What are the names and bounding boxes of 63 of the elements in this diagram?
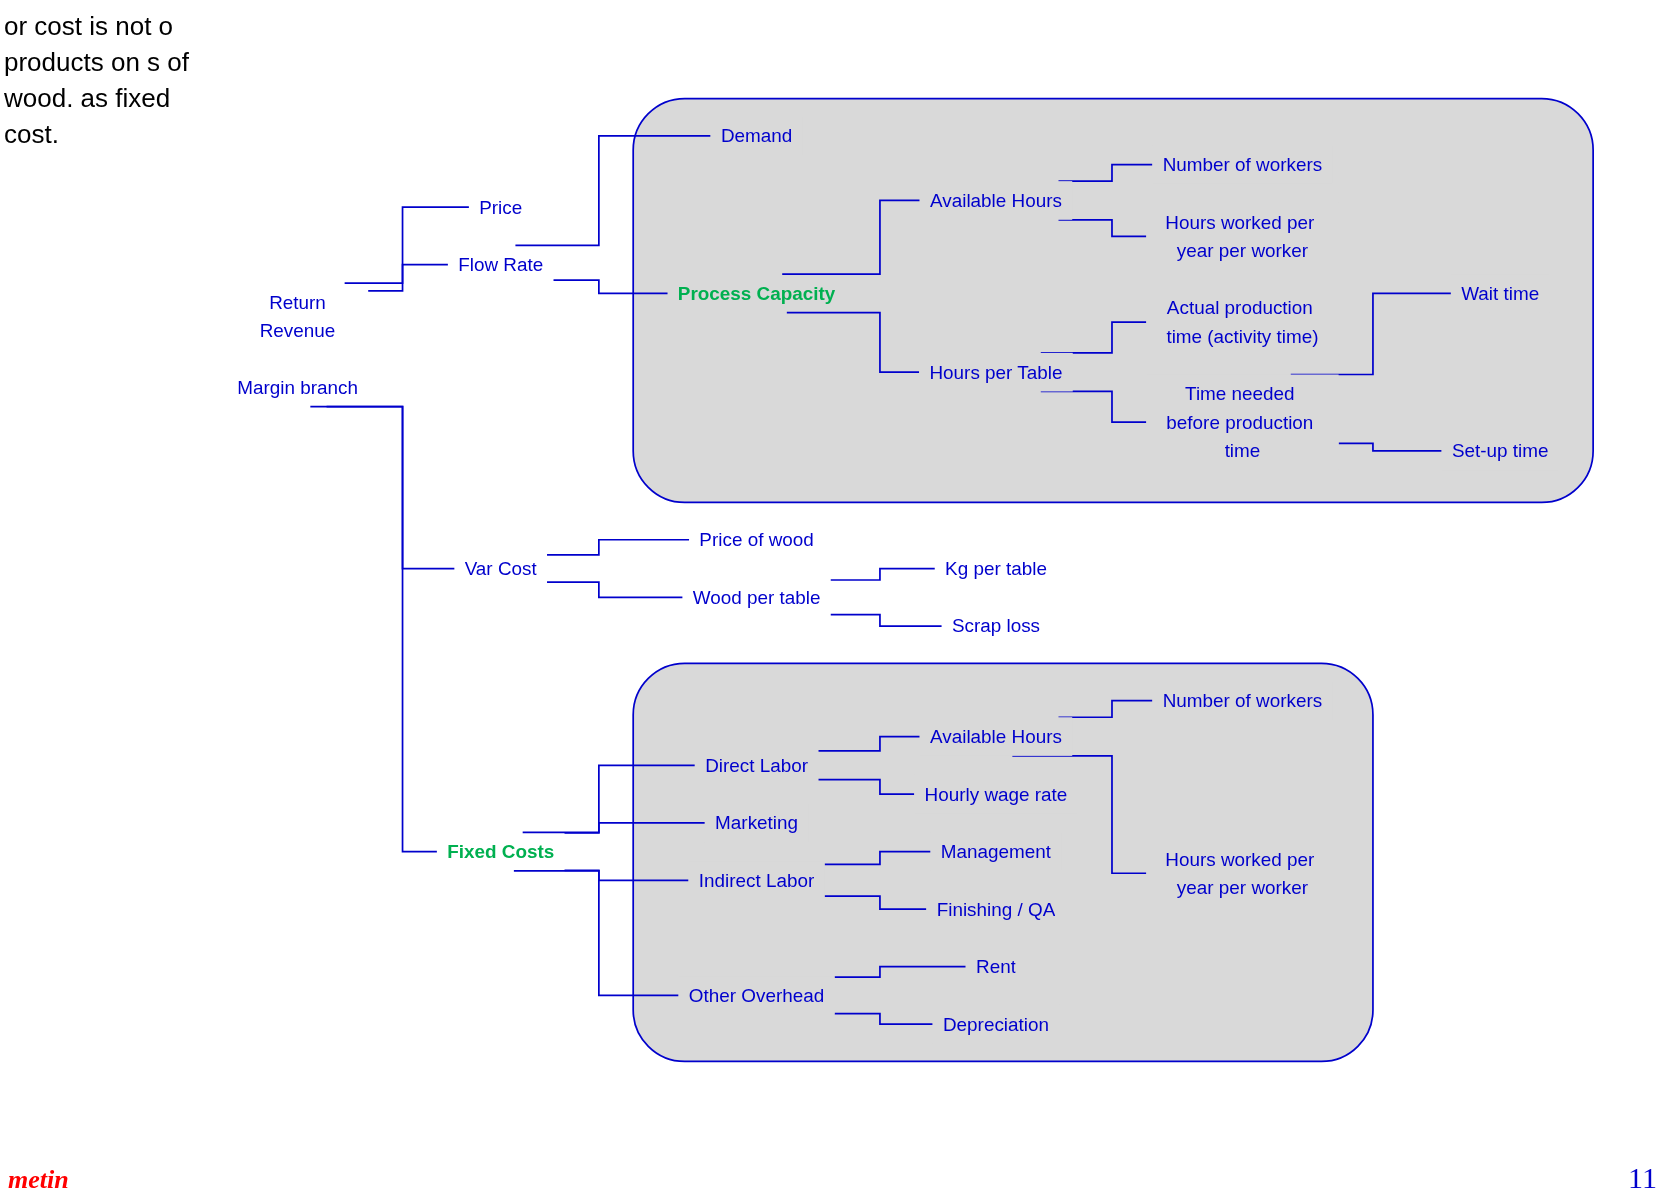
- node-text: Other Overhead: [688, 984, 825, 1007]
- connector: [309, 405, 438, 853]
- connector: [1057, 699, 1154, 719]
- node-text: Var Cost: [464, 557, 537, 580]
- connector: [833, 1012, 934, 1025]
- node-text: Demand: [720, 125, 793, 147]
- connector: [546, 581, 684, 599]
- connector: [823, 850, 932, 866]
- connector: [552, 279, 669, 295]
- node-text: Return Revenue: [259, 291, 336, 342]
- connector: [781, 199, 921, 275]
- node-text: Price: [479, 196, 523, 218]
- node-text: Wait time: [1461, 282, 1540, 305]
- node-text: Wood per table: [692, 586, 821, 609]
- connector: [343, 206, 470, 284]
- node-text: Actual production time (activity time): [1166, 297, 1319, 348]
- connector: [1337, 442, 1443, 452]
- connector: [1011, 755, 1148, 875]
- node-text: Fixed Costs: [447, 840, 555, 863]
- connector: [785, 311, 921, 373]
- node-text: Price of wood: [699, 529, 814, 551]
- node-text: Depreciation: [942, 1013, 1049, 1035]
- node-text: Flow Rate: [458, 253, 544, 276]
- connector: [833, 965, 967, 979]
- connector: [823, 895, 928, 910]
- connector: [1057, 163, 1154, 182]
- connector: [367, 263, 449, 292]
- connector: [1039, 390, 1148, 424]
- node-text: Direct Labor: [705, 754, 809, 777]
- connector: [563, 821, 706, 834]
- connector: [514, 135, 712, 247]
- node-text: Hourly wage rate: [924, 783, 1068, 805]
- connector: [829, 613, 943, 627]
- node-text: Kg per table: [945, 557, 1047, 580]
- cluster: [632, 97, 1594, 504]
- author-text: metin: [8, 1165, 69, 1195]
- node-text: Scrap loss: [951, 615, 1041, 637]
- node-text: Number of workers: [1162, 689, 1323, 712]
- connector: [546, 538, 690, 556]
- connector: [1057, 218, 1148, 238]
- connector: [513, 870, 680, 997]
- connector: [563, 869, 690, 882]
- connector: [829, 567, 936, 581]
- node-text: Number of workers: [1162, 153, 1323, 176]
- connector: [817, 778, 916, 795]
- note-text: or cost is not o products on s of wood. as fixed cost.: [4, 10, 190, 151]
- node-text: Set-up time: [1451, 440, 1549, 462]
- node-text: Process Capacity: [677, 282, 836, 305]
- node-text: Hours worked per year per worker: [1165, 848, 1315, 899]
- node-text: Finishing / QA: [936, 898, 1056, 920]
- node-text: Indirect Labor: [698, 869, 815, 892]
- connector: [325, 405, 456, 570]
- page-number: 11: [1628, 1161, 1657, 1195]
- connector: [1289, 292, 1452, 376]
- node-text: Management: [940, 840, 1052, 863]
- connector: [817, 735, 921, 752]
- node-text: Rent: [976, 955, 1016, 978]
- node-text: Hours worked per year per worker: [1165, 211, 1315, 262]
- node-text: Marketing: [715, 812, 799, 834]
- node-text: Available Hours: [930, 189, 1062, 212]
- node-label: Margin branch: [237, 376, 358, 399]
- connector: [521, 764, 696, 834]
- cluster: [632, 662, 1374, 1063]
